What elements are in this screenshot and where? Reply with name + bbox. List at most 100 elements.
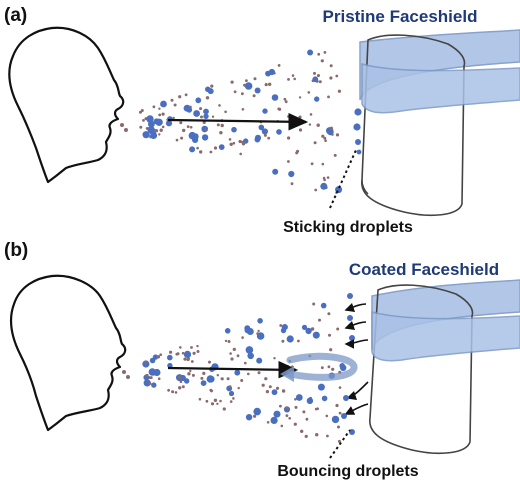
droplet (307, 91, 311, 94)
droplet (218, 144, 225, 151)
droplet (314, 407, 318, 411)
droplet (160, 100, 167, 108)
droplet (341, 413, 347, 419)
droplet (320, 366, 324, 370)
droplet (182, 128, 186, 133)
droplet (313, 71, 316, 75)
droplet (245, 414, 253, 421)
droplet (124, 128, 128, 132)
droplet (228, 390, 235, 397)
droplet (328, 333, 331, 337)
droplet (184, 93, 188, 97)
droplet (167, 388, 171, 392)
droplet (264, 377, 268, 381)
droplet (314, 96, 320, 102)
droplet (184, 378, 190, 384)
arrow-icon (167, 360, 299, 379)
droplet (275, 386, 280, 390)
droplet (329, 126, 333, 130)
bounce-arrow-icon (346, 381, 369, 401)
droplet (280, 424, 284, 428)
droplet (151, 382, 157, 388)
droplet (327, 312, 331, 316)
droplet (233, 90, 237, 94)
droplet (139, 110, 142, 114)
droplet (271, 94, 279, 101)
droplet (257, 329, 260, 333)
droplet (272, 168, 279, 175)
droplet (126, 375, 130, 379)
droplet (268, 82, 272, 87)
droplet (178, 386, 182, 390)
droplet (157, 377, 161, 381)
droplet (216, 123, 220, 127)
droplet (326, 176, 330, 179)
droplet (293, 77, 297, 81)
droplet (288, 417, 292, 420)
bounce-arrow-icon (344, 302, 367, 313)
droplet (179, 346, 182, 349)
droplet (301, 324, 308, 330)
faceshield-curve (361, 179, 369, 195)
droplet (281, 339, 285, 343)
droplet (189, 369, 192, 373)
droplet (308, 123, 312, 126)
droplet (139, 125, 143, 129)
droplet (179, 121, 183, 125)
droplet (321, 395, 328, 402)
droplet (190, 346, 193, 349)
faceshield-icon (361, 34, 466, 217)
droplet (310, 162, 314, 166)
droplet (253, 407, 261, 416)
droplet (277, 64, 281, 67)
droplet (227, 340, 231, 343)
droplet (323, 51, 327, 54)
droplet (229, 352, 232, 355)
droplet (244, 82, 253, 90)
droplet (302, 410, 306, 414)
droplet (338, 411, 342, 415)
droplet (241, 142, 246, 146)
droplet (216, 374, 219, 377)
droplet (298, 128, 303, 132)
droplet (325, 414, 329, 418)
droplet (229, 400, 233, 403)
droplet (312, 302, 316, 306)
droplet (203, 108, 209, 115)
droplet (220, 377, 224, 381)
droplet (158, 107, 161, 110)
droplet (201, 125, 208, 133)
panel-b-label: (b) (4, 240, 28, 261)
droplet (268, 385, 272, 389)
annotation-leader (329, 149, 357, 209)
droplet (120, 123, 124, 127)
droplet (327, 95, 330, 99)
droplet (173, 103, 177, 107)
droplet (298, 96, 302, 99)
droplet (204, 128, 208, 132)
droplet (205, 399, 209, 403)
panel-b: (b) Coated Faces (4, 240, 520, 480)
droplet (247, 372, 250, 376)
droplet (210, 84, 214, 88)
droplet (147, 126, 155, 134)
droplet (337, 425, 340, 429)
droplet (152, 105, 156, 109)
droplet (152, 354, 159, 360)
annotation-leader (329, 429, 351, 459)
droplet (321, 134, 325, 138)
droplet (283, 97, 287, 101)
bounce-arrow-icon (286, 352, 358, 381)
droplet (323, 136, 327, 140)
shield-title-b: Coated Faceshield (349, 260, 499, 279)
droplet (199, 150, 203, 154)
droplet (335, 74, 339, 78)
droplet (294, 405, 298, 409)
droplet (331, 367, 335, 371)
droplet (232, 397, 235, 400)
droplet (267, 136, 271, 140)
droplet (337, 89, 341, 93)
droplet (169, 350, 173, 354)
droplet (317, 383, 325, 391)
droplet (146, 115, 154, 123)
